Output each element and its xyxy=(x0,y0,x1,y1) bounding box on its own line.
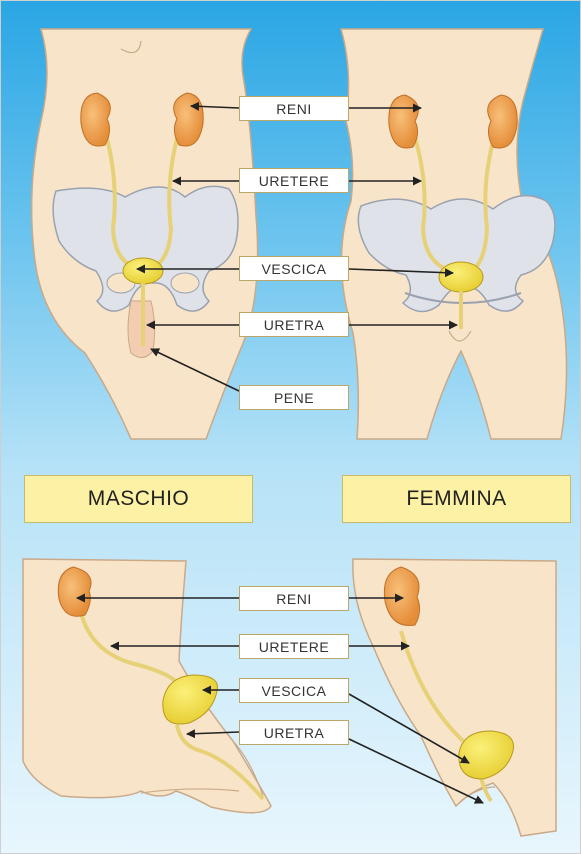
male-front-figure xyxy=(32,29,258,439)
label-reni-side: RENI xyxy=(239,586,349,611)
label-uretra-side: URETRA xyxy=(239,720,349,745)
female-side-figure xyxy=(353,559,556,836)
label-reni-front: RENI xyxy=(239,96,349,121)
label-uretere-side: URETERE xyxy=(239,634,349,659)
label-uretere-front: URETERE xyxy=(239,168,349,193)
label-uretra-front: URETRA xyxy=(239,312,349,337)
female-front-figure xyxy=(341,29,567,439)
male-side-figure xyxy=(23,559,271,813)
title-femmina: FEMMINA xyxy=(342,475,571,523)
label-vescica-side: VESCICA xyxy=(239,678,349,703)
label-vescica-front: VESCICA xyxy=(239,256,349,281)
title-maschio: MASCHIO xyxy=(24,475,253,523)
label-pene: PENE xyxy=(239,385,349,410)
